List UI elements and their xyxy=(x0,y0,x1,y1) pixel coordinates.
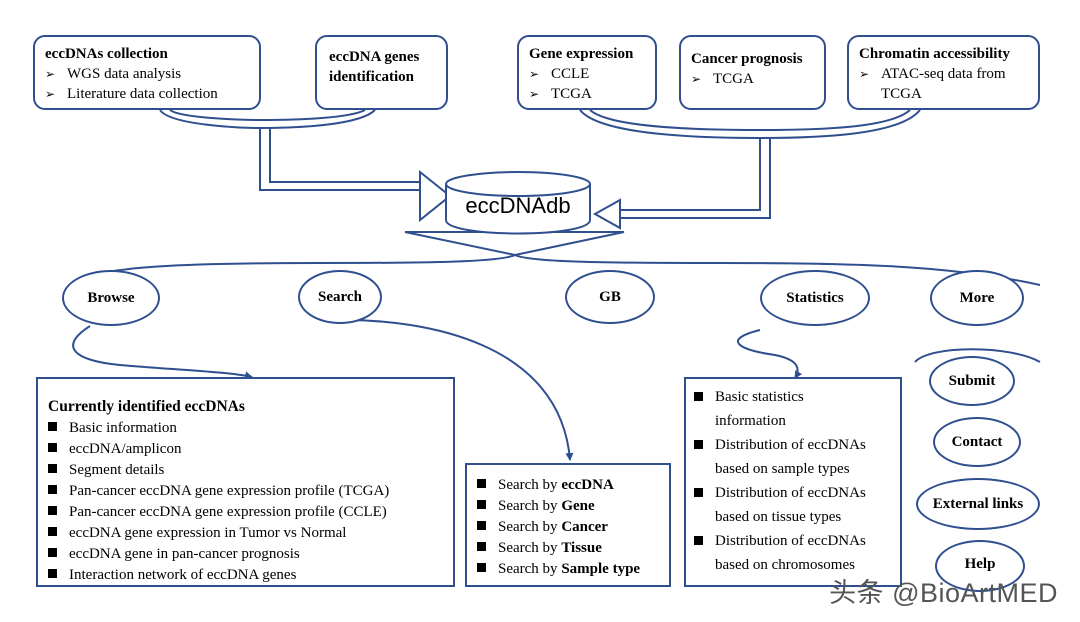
box-title: Gene expression xyxy=(529,46,634,62)
square-bullet-icon xyxy=(477,479,486,488)
list-item: Pan-cancer eccDNA gene expression profil… xyxy=(48,481,443,502)
list-item: eccDNA gene expression in Tumor vs Norma… xyxy=(48,523,443,544)
square-bullet-icon xyxy=(48,443,57,452)
square-bullet-icon xyxy=(48,422,57,431)
arrowhead-bullet-icon: ➢ xyxy=(45,67,56,81)
square-bullet-icon xyxy=(477,542,486,551)
nav-browse[interactable]: Browse xyxy=(62,270,160,326)
list-item: eccDNA gene in pan-cancer prognosis xyxy=(48,544,443,565)
list-item: Search by Gene xyxy=(477,496,659,517)
arrowhead-bullet-icon: ➢ xyxy=(529,87,540,101)
more-external-links[interactable]: External links xyxy=(916,478,1040,530)
browse-content-box: Currently identified eccDNAs Basic infor… xyxy=(36,377,455,587)
center-db-label: eccDNAdb xyxy=(465,193,571,218)
box-title: Cancer prognosis xyxy=(691,51,803,67)
square-bullet-icon xyxy=(694,536,703,545)
square-bullet-icon xyxy=(48,569,57,578)
database-cylinder-icon xyxy=(445,171,591,235)
nav-gb[interactable]: GB xyxy=(565,270,655,324)
list-item: ➢Literature data collection xyxy=(45,86,218,102)
arrowhead-bullet-icon: ➢ xyxy=(45,87,56,101)
box-title-line: eccDNA genes xyxy=(329,49,420,65)
list-item-continued: TCGA xyxy=(881,86,922,102)
chromatin-accessibility-box: Chromatin accessibility ➢ATAC-seq data f… xyxy=(847,35,1040,110)
nav-brace xyxy=(69,253,1041,286)
square-bullet-icon xyxy=(48,527,57,536)
square-bullet-icon xyxy=(48,464,57,473)
nav-statistics[interactable]: Statistics xyxy=(760,270,870,326)
list-item: ➢TCGA xyxy=(691,71,754,87)
search-content-box: Search by eccDNA Search by Gene Search b… xyxy=(465,463,671,587)
list-item: Segment details xyxy=(48,460,443,481)
list-item: eccDNA/amplicon xyxy=(48,439,443,460)
square-bullet-icon xyxy=(694,392,703,401)
eccdna-collection-box: eccDNAs collection ➢WGS data analysis ➢L… xyxy=(33,35,261,110)
nav-more[interactable]: More xyxy=(930,270,1024,326)
list-item: Search by Tissue xyxy=(477,538,659,559)
arrowhead-bullet-icon: ➢ xyxy=(691,72,702,86)
list-item: ➢WGS data analysis xyxy=(45,66,182,82)
box-title: Chromatin accessibility xyxy=(859,46,1010,62)
list-item: ➢ATAC-seq data from xyxy=(859,66,1006,82)
watermark: 头条 @BioArtMED xyxy=(829,578,1058,608)
square-bullet-icon xyxy=(48,548,57,557)
eccdna-genes-box: eccDNA genes identification xyxy=(315,35,448,110)
list-item: Interaction network of eccDNA genes xyxy=(48,565,443,586)
nav-search[interactable]: Search xyxy=(298,270,382,324)
square-bullet-icon xyxy=(477,500,486,509)
square-bullet-icon xyxy=(694,440,703,449)
square-bullet-icon xyxy=(694,488,703,497)
left-brace xyxy=(159,109,376,130)
list-item: ➢TCGA xyxy=(529,86,592,102)
list-item: Search by Cancer xyxy=(477,517,659,538)
more-help[interactable]: Help xyxy=(935,540,1025,592)
list-item: Pan-cancer eccDNA gene expression profil… xyxy=(48,502,443,523)
square-bullet-icon xyxy=(48,485,57,494)
arrowhead-bullet-icon: ➢ xyxy=(529,67,540,81)
more-contact[interactable]: Contact xyxy=(933,417,1021,467)
cancer-prognosis-box: Cancer prognosis ➢TCGA xyxy=(679,35,826,110)
gene-expression-box: Gene expression ➢CCLE ➢TCGA xyxy=(517,35,657,110)
square-bullet-icon xyxy=(477,521,486,530)
arrowhead-bullet-icon: ➢ xyxy=(859,67,870,81)
square-bullet-icon xyxy=(48,506,57,515)
box-title-line: identification xyxy=(329,69,414,85)
more-submit[interactable]: Submit xyxy=(929,356,1015,406)
list-item: Basic information xyxy=(48,418,443,439)
square-bullet-icon xyxy=(477,563,486,572)
box-title: Currently identified eccDNAs xyxy=(48,398,245,415)
list-item: ➢CCLE xyxy=(529,66,590,82)
box-title: eccDNAs collection xyxy=(45,46,168,62)
list-item: Search by Sample type xyxy=(477,559,659,580)
list-item: Search by eccDNA xyxy=(477,475,659,496)
